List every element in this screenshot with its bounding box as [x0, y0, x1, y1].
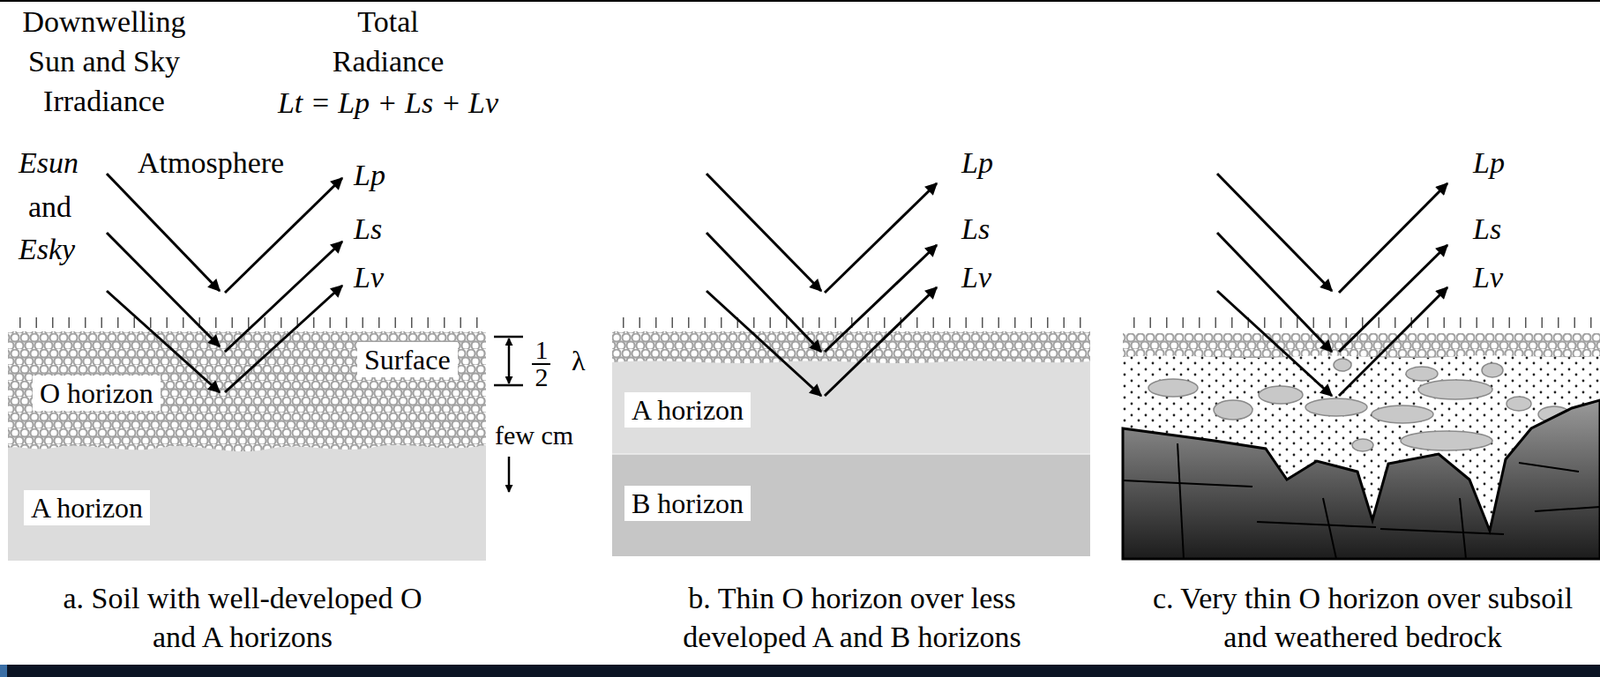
radiance-symbol: Ls: [353, 209, 382, 249]
horizon-label-box: A horizon: [624, 392, 751, 428]
panel-caption: c. Very thin O horizon over subsoil and …: [1146, 579, 1579, 658]
fraction-denominator: 2: [532, 362, 551, 393]
panel-caption: a. Soil with well-developed O and A hori…: [52, 579, 433, 658]
wavelength-symbol: λ: [571, 344, 586, 377]
irradiance-symbol: Esun: [18, 143, 79, 183]
dimension-label: few cm: [494, 420, 574, 451]
panel-caption: b. Thin O horizon over less developed A …: [662, 579, 1042, 658]
horizon-label: B horizon: [631, 487, 744, 520]
conjunction-label: and: [28, 187, 72, 227]
radiance-symbol: Lv: [353, 258, 384, 298]
radiance-symbol: Lp: [1472, 143, 1505, 183]
horizon-label-box: Surface: [357, 342, 458, 378]
radiance-symbol: Ls: [1472, 209, 1502, 249]
radiance-symbol: Lv: [961, 258, 992, 298]
horizon-label: A horizon: [30, 492, 143, 524]
horizon-label: Surface: [364, 343, 451, 376]
radiance-symbol: Ls: [961, 209, 990, 249]
radiance-symbol: Lp: [353, 156, 386, 195]
horizon-label-box: O horizon: [32, 375, 161, 412]
radiance-heading: Total Radiance: [308, 1, 468, 82]
horizon-label-box: B horizon: [624, 485, 751, 522]
radiance-equation: Lt = Lp + Ls + Lv: [255, 82, 521, 123]
radiance-symbol: Lv: [1472, 258, 1503, 298]
irradiance-symbol: Esky: [18, 230, 75, 270]
irradiance-heading: Downwelling Sun and Sky Irradiance: [2, 1, 206, 121]
horizon-label: O horizon: [39, 377, 154, 410]
horizon-label-box: A horizon: [23, 490, 150, 526]
layer-label: Atmosphere: [137, 143, 285, 183]
radiance-symbol: Lp: [961, 143, 994, 183]
fraction-numerator: 1: [532, 335, 551, 366]
horizon-label: A horizon: [631, 394, 744, 427]
